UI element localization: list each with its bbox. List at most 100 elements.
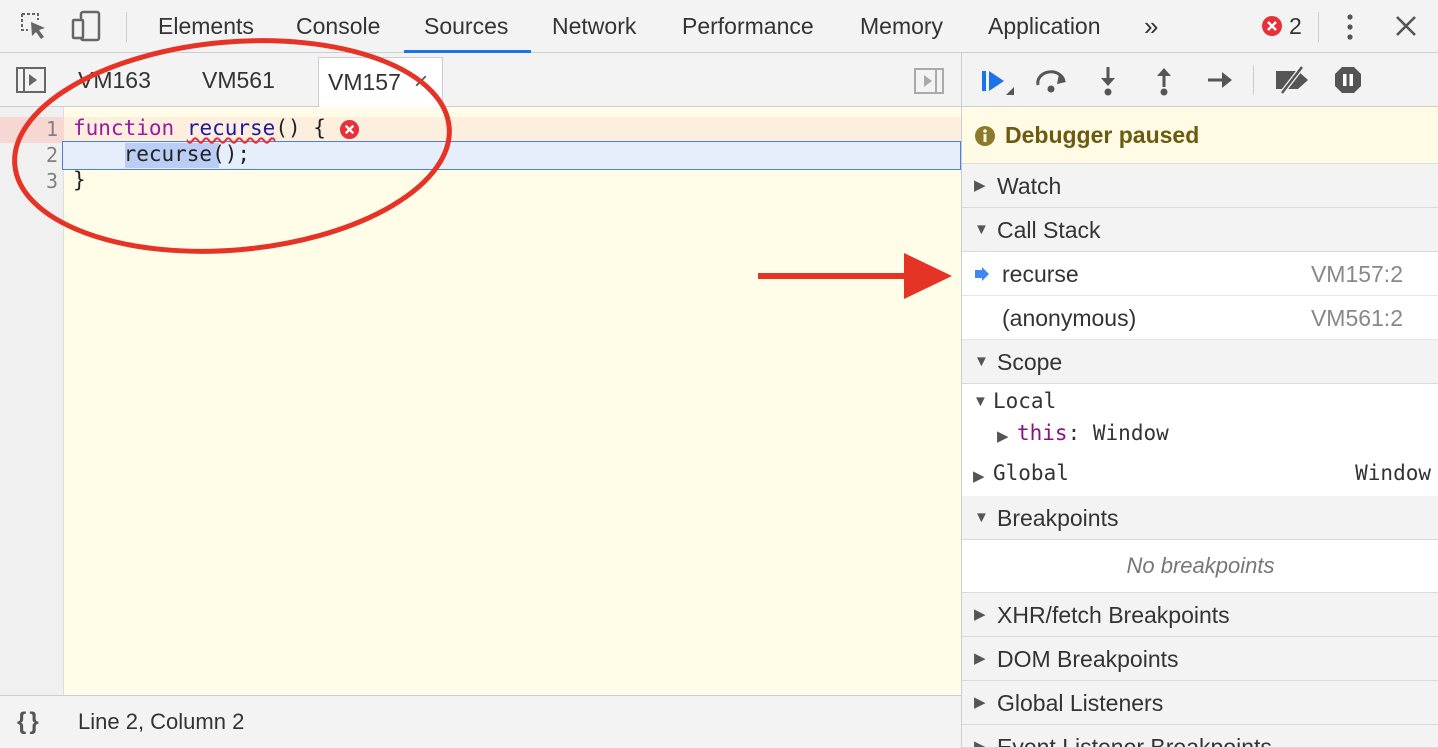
frame-location[interactable]: VM561:2 [1310, 305, 1403, 331]
line-number[interactable]: 2 [45, 143, 58, 167]
tab-sources[interactable]: Sources [424, 13, 509, 39]
code-editor[interactable] [64, 107, 961, 695]
section-label: Breakpoints [997, 505, 1119, 531]
section-scope[interactable]: ▼ Scope [962, 340, 1438, 384]
section-watch[interactable]: ▶ Watch [962, 164, 1438, 208]
tab-application[interactable]: Application [988, 13, 1101, 39]
toolbar-divider [126, 12, 127, 42]
code-line-3[interactable]: } [73, 168, 86, 192]
expand-icon: ▶ [974, 694, 986, 711]
line-number-gutter[interactable] [0, 107, 64, 695]
kebab-menu-icon[interactable] [1340, 12, 1360, 42]
expand-icon: ▶ [974, 177, 986, 194]
function-name: recurse [186, 116, 276, 140]
close-tab-icon[interactable]: × [414, 68, 429, 95]
close-devtools-icon[interactable] [1394, 14, 1418, 38]
section-xhr-breakpoints[interactable]: ▶ XHR/fetch Breakpoints [962, 593, 1438, 637]
expand-icon: ▶ [974, 650, 986, 667]
step-out-icon[interactable] [1153, 65, 1175, 97]
collapse-icon[interactable]: ▼ [973, 393, 988, 410]
tab-performance[interactable]: Performance [682, 13, 814, 39]
call-frame[interactable]: (anonymous) VM561:2 [962, 296, 1438, 340]
scope-local[interactable]: Local [993, 389, 1057, 413]
code-line-1[interactable]: function recurse() { [73, 116, 326, 140]
section-call-stack[interactable]: ▼ Call Stack [962, 208, 1438, 252]
section-label: Call Stack [997, 217, 1101, 243]
property-value: Window [1092, 421, 1169, 445]
scope-this-row[interactable]: this: Window [1017, 421, 1169, 445]
separator: : [1067, 421, 1081, 445]
devtools-toolbar: Elements Console Sources Network Perform… [0, 0, 1438, 53]
tab-console[interactable]: Console [296, 13, 381, 39]
toolbar-divider [1318, 12, 1319, 42]
file-tab-vm163[interactable]: VM163 [78, 67, 151, 93]
code-line-2[interactable]: recurse(); [73, 142, 250, 166]
tab-memory[interactable]: Memory [860, 13, 944, 39]
code-text: () { [275, 116, 326, 140]
section-label: Event Listener Breakpoints [997, 734, 1272, 748]
tab-network[interactable]: Network [552, 13, 637, 39]
expand-icon[interactable]: ▶ [997, 428, 1009, 445]
no-breakpoints-message: No breakpoints [962, 540, 1438, 593]
paused-banner: Debugger paused [962, 107, 1438, 164]
error-icon[interactable] [1261, 15, 1283, 37]
frame-name: recurse [1002, 261, 1079, 287]
editor-tab-bar: VM163 VM561 VM157 × [0, 53, 961, 108]
step-over-icon[interactable] [1033, 67, 1071, 95]
debugger-sidebar: Debugger paused ▶ Watch ▼ Call Stack recur… [961, 53, 1438, 748]
active-tab-indicator [404, 50, 531, 53]
scope-tree: ▼ Local ▶ this: Window ▶ Global Window [962, 384, 1438, 497]
section-label: Global Listeners [997, 690, 1164, 716]
step-into-icon[interactable] [1097, 65, 1119, 97]
debugger-controls [962, 53, 1438, 107]
step-icon[interactable] [1205, 68, 1235, 92]
current-frame-arrow-icon [975, 267, 989, 281]
pretty-print-button[interactable]: {} [17, 708, 42, 735]
function-call: recurse [123, 142, 213, 166]
section-dom-breakpoints[interactable]: ▶DOM Breakpoints [962, 637, 1438, 681]
expand-icon: ▶ [974, 606, 986, 623]
collapse-icon: ▼ [974, 353, 989, 370]
code-text: (); [212, 142, 251, 166]
indent [73, 142, 124, 166]
section-label: Scope [997, 349, 1063, 375]
section-breakpoints[interactable]: ▼ Breakpoints [962, 496, 1438, 540]
paused-text: Debugger paused [1005, 122, 1200, 148]
debugger-toggle-icon[interactable] [913, 67, 945, 95]
device-toggle-icon[interactable] [70, 10, 104, 42]
call-frame[interactable]: recurse VM157:2 [962, 252, 1438, 296]
cursor-position: Line 2, Column 2 [78, 709, 245, 734]
pause-on-exceptions-icon[interactable] [1333, 65, 1363, 95]
more-tabs-button[interactable]: » [1144, 11, 1159, 41]
resume-icon[interactable] [978, 65, 1016, 99]
info-icon [975, 126, 995, 146]
collapse-icon: ▼ [974, 221, 989, 238]
expand-icon[interactable]: ▶ [973, 468, 985, 485]
property-name: this [1017, 421, 1068, 445]
tab-elements[interactable]: Elements [158, 13, 254, 39]
file-tab-label: VM157 [328, 69, 401, 95]
file-tab-vm157[interactable]: VM157 × [318, 57, 443, 108]
file-tab-vm561[interactable]: VM561 [202, 67, 275, 93]
error-marker-icon[interactable] [339, 119, 360, 140]
section-label: Watch [997, 173, 1062, 199]
collapse-icon: ▼ [974, 509, 989, 526]
inspect-element-icon[interactable] [18, 10, 50, 42]
editor-status-bar: {} Line 2, Column 2 [0, 695, 961, 748]
line-number[interactable]: 3 [45, 169, 58, 193]
frame-name: (anonymous) [1002, 305, 1137, 331]
deactivate-breakpoints-icon[interactable] [1272, 65, 1312, 95]
scope-global-value: Window [1355, 461, 1431, 485]
navigator-toggle-icon[interactable] [15, 66, 47, 94]
line-number[interactable]: 1 [45, 117, 58, 141]
keyword: function [73, 116, 175, 140]
section-global-listeners[interactable]: ▶ Global Listeners [962, 681, 1438, 725]
expand-icon: ▶ [974, 738, 986, 748]
toolbar-divider [1253, 65, 1254, 95]
error-count[interactable]: 2 [1289, 13, 1302, 39]
code-text: } [73, 168, 86, 192]
frame-location[interactable]: VM157:2 [1310, 261, 1403, 287]
scope-global[interactable]: Global [993, 461, 1069, 485]
section-event-listener-breakpoints[interactable]: ▶ Event Listener Breakpoints [962, 725, 1438, 748]
section-label: XHR/fetch Breakpoints [997, 602, 1230, 628]
